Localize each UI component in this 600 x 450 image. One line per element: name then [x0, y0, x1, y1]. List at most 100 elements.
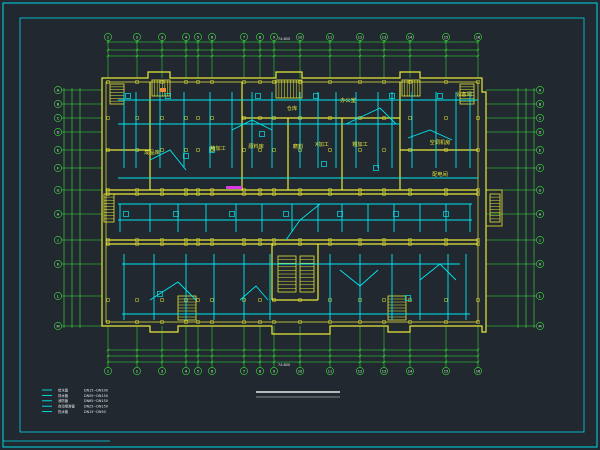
axis-bubble	[326, 367, 334, 375]
fixture-box	[437, 93, 443, 99]
axis-label: A	[539, 88, 542, 92]
axis-label: 7	[243, 35, 245, 39]
axis-label: 8	[259, 369, 262, 373]
axis-bubble	[270, 367, 278, 375]
axis-bubble	[442, 367, 450, 375]
column	[444, 238, 448, 242]
column	[408, 320, 412, 324]
column	[160, 238, 164, 242]
axis-label: M	[56, 324, 59, 328]
column	[106, 192, 110, 196]
column	[196, 80, 200, 84]
pipe-diagonal	[239, 285, 269, 301]
stair-block	[401, 79, 421, 97]
axis-label: G	[57, 188, 60, 192]
axis-label: G	[539, 188, 542, 192]
column	[184, 188, 188, 192]
column	[135, 238, 139, 242]
column	[476, 148, 480, 152]
column	[382, 116, 386, 120]
axis-bubble	[182, 367, 190, 375]
column	[258, 238, 262, 242]
column	[242, 148, 246, 152]
column	[272, 188, 276, 192]
column	[184, 320, 188, 324]
column	[328, 242, 332, 246]
column	[196, 298, 200, 302]
column	[328, 80, 332, 84]
column	[258, 148, 262, 152]
axis-label: 11	[328, 369, 333, 373]
legend-symbol-label: 排水管	[58, 393, 69, 398]
column	[476, 188, 480, 192]
column	[160, 320, 164, 324]
axis-label: A	[57, 88, 60, 92]
axis-bubble	[536, 260, 544, 268]
axis-bubble	[326, 33, 334, 41]
column	[258, 80, 262, 84]
axis-bubble	[194, 33, 202, 41]
column	[242, 116, 246, 120]
magenta-marker	[226, 186, 242, 189]
column	[210, 320, 214, 324]
axis-bubble	[536, 236, 544, 244]
column	[242, 242, 246, 246]
column	[210, 188, 214, 192]
axis-label: 6	[211, 369, 214, 373]
column	[272, 298, 276, 302]
fixture-box	[125, 93, 131, 99]
column	[184, 238, 188, 242]
axis-label: 16	[476, 35, 481, 39]
axis-label: 6	[211, 35, 214, 39]
column	[298, 80, 302, 84]
axis-bubble	[536, 114, 544, 122]
fixture-box	[393, 211, 399, 217]
column	[476, 80, 480, 84]
axis-label: 13	[382, 35, 387, 39]
stair-block	[151, 79, 171, 97]
column	[382, 192, 386, 196]
axis-bubble	[536, 128, 544, 136]
fixture-box	[443, 211, 449, 217]
axis-bubble	[380, 367, 388, 375]
axis-bubble	[380, 33, 388, 41]
fixture-box	[313, 93, 319, 99]
column	[135, 188, 139, 192]
top-dimension-chain	[108, 41, 478, 57]
column	[476, 320, 480, 324]
axis-label: H	[57, 212, 60, 216]
axis-bubble	[158, 367, 166, 375]
axis-label: 12	[358, 369, 363, 373]
axis-label: L	[539, 294, 541, 298]
column	[408, 192, 412, 196]
axis-bubble	[406, 33, 414, 41]
axis-bubble	[208, 33, 216, 41]
axis-bubble	[54, 164, 62, 172]
fixture-box	[321, 161, 327, 167]
column	[184, 148, 188, 152]
axis-bubble	[474, 33, 482, 41]
axis-bubble	[536, 146, 544, 154]
column	[210, 148, 214, 152]
room-label: 原料库	[248, 142, 264, 150]
axis-label: 8	[259, 35, 262, 39]
column	[358, 192, 362, 196]
column	[298, 238, 302, 242]
column	[358, 80, 362, 84]
column	[106, 188, 110, 192]
column	[476, 192, 480, 196]
column	[328, 148, 332, 152]
column	[382, 80, 386, 84]
axis-bubble	[54, 186, 62, 194]
axis-bubble	[240, 33, 248, 41]
axis-label: C	[539, 116, 542, 120]
column	[258, 320, 262, 324]
pipe-diagonal	[285, 203, 321, 241]
column	[358, 242, 362, 246]
pipe-diagonal	[149, 149, 187, 171]
room-label: 仓库	[287, 104, 297, 112]
legend-symbol-label: 给水管	[58, 387, 69, 392]
column	[272, 192, 276, 196]
fixture-box	[337, 211, 343, 217]
axis-label: B	[57, 102, 60, 106]
